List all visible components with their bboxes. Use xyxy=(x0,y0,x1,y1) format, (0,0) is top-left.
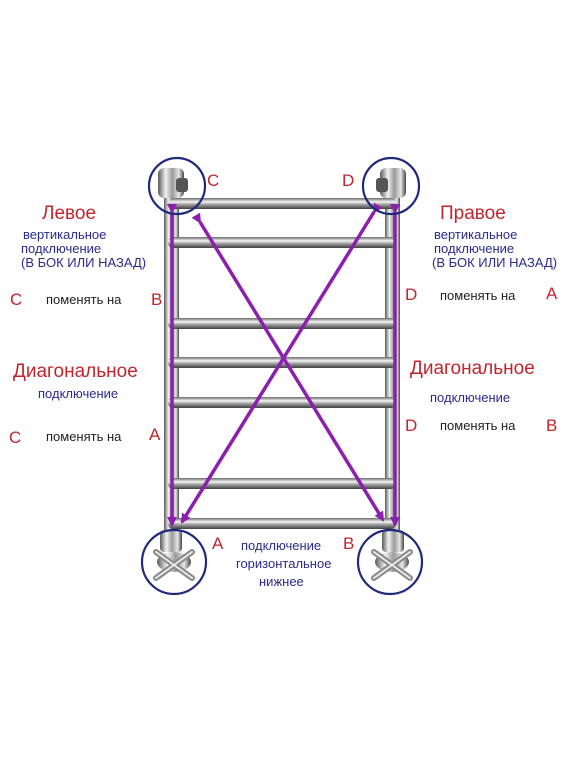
point-b-label: B xyxy=(343,534,355,553)
diag-right-row-text: поменять на xyxy=(440,418,516,433)
diag-left-row-text: поменять на xyxy=(46,429,122,444)
diag-right-sub: подключение xyxy=(430,390,511,405)
left-row-from: C xyxy=(10,290,23,309)
point-c-label: C xyxy=(207,171,220,190)
top-right-cap xyxy=(376,168,406,198)
connection-circles xyxy=(140,156,424,596)
left-line3: (В БОК ИЛИ НАЗАД) xyxy=(21,255,147,270)
diag-left-title: Диагональное xyxy=(13,361,138,382)
diag-right-title: Диагональное xyxy=(410,358,535,379)
diag-left-row-to: A xyxy=(149,425,161,444)
left-line1: вертикальное xyxy=(23,227,107,242)
right-line1: вертикальное xyxy=(434,227,518,242)
bottom-line2: горизонтальное xyxy=(236,556,332,571)
diag-left-row-from: C xyxy=(9,428,22,447)
arrow-icon-diagonal-d-b xyxy=(191,212,385,522)
diag-right-row-from: D xyxy=(405,416,418,435)
valve-cross-handle-icon-left xyxy=(153,530,195,581)
top-left-cap xyxy=(158,168,188,198)
left-row-text: поменять на xyxy=(46,292,122,307)
bottom-line3: нижнее xyxy=(259,574,304,589)
point-a-label: A xyxy=(212,534,224,553)
bottom-line1: подключение xyxy=(241,538,322,553)
left-row-to: B xyxy=(151,290,163,309)
right-row-to: A xyxy=(546,284,558,303)
diag-left-sub: подключение xyxy=(38,386,119,401)
point-d-label: D xyxy=(342,171,355,190)
left-title: Левое xyxy=(42,203,97,224)
right-title: Правое xyxy=(440,203,506,224)
right-row-from: D xyxy=(405,285,418,304)
right-line2: подключение xyxy=(434,241,515,256)
right-row-text: поменять на xyxy=(440,288,516,303)
arrows xyxy=(167,202,400,527)
diag-right-row-to: B xyxy=(546,416,558,435)
right-line3: (В БОК ИЛИ НАЗАД) xyxy=(432,255,558,270)
valve-cross-handle-icon-right xyxy=(371,530,413,581)
left-line2: подключение xyxy=(21,241,102,256)
